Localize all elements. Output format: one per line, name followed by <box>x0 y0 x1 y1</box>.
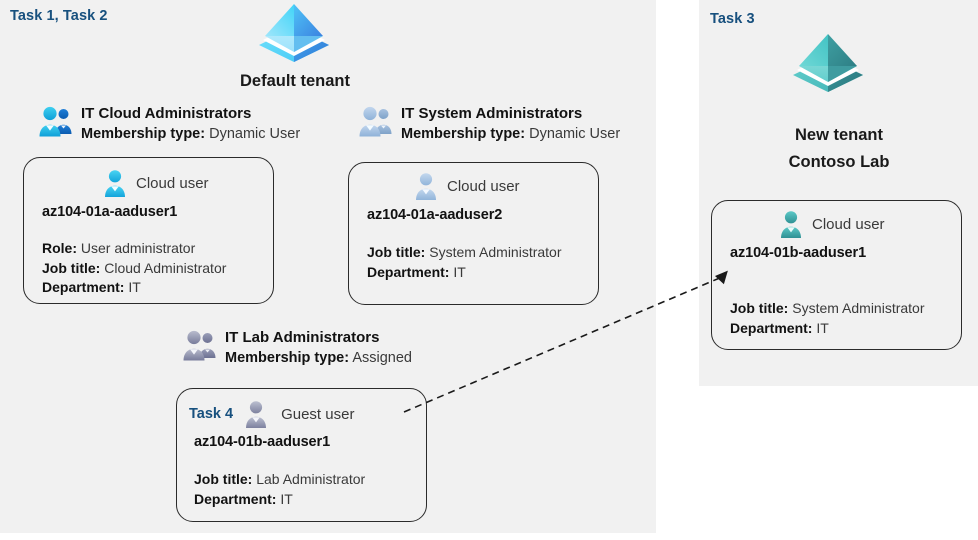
attribute-key: Department: <box>194 490 277 507</box>
group-membership: Membership type: Dynamic User <box>401 124 620 144</box>
card-username: az104-01a-aaduser2 <box>367 207 503 223</box>
group-name: IT Cloud Administrators <box>81 105 252 122</box>
group-it-cloud-administrators: IT Cloud Administrators Membership type:… <box>38 104 300 144</box>
card-user-type-label: Cloud user <box>136 174 209 192</box>
cloud-user-icon <box>776 209 806 239</box>
default-tenant-title: Default tenant <box>239 72 350 90</box>
attribute-key: Job title: <box>194 471 253 487</box>
card-user-type: Cloud user <box>411 171 520 201</box>
attribute-value: IT <box>280 490 293 507</box>
card-username: az104-01b-aaduser1 <box>730 245 867 261</box>
attribute-row: Job title: Lab Administrator <box>194 470 365 490</box>
task-label-1-2: Task 1, Task 2 <box>10 8 108 24</box>
cloud-user-icon <box>411 171 441 201</box>
attribute-row: Role: User administrator <box>42 239 226 259</box>
attribute-key: Job title: <box>730 300 789 316</box>
card-attributes: Role: User administrator Job title: Clou… <box>42 239 226 298</box>
card-username: az104-01b-aaduser1 <box>194 434 331 450</box>
card-user-type-label: Cloud user <box>447 177 520 195</box>
attribute-row: Department: IT <box>42 278 226 298</box>
task-label-3: Task 3 <box>710 11 755 27</box>
group-it-lab-administrators: IT Lab Administrators Membership type: A… <box>182 328 412 368</box>
attribute-row: Department: IT <box>730 319 925 339</box>
group-users-icon <box>38 104 74 138</box>
card-username: az104-01a-aaduser1 <box>42 204 178 220</box>
card-attributes: Job title: System Administrator Departme… <box>730 299 925 338</box>
attribute-row: Department: IT <box>194 490 365 510</box>
attribute-row: Job title: System Administrator <box>730 299 925 319</box>
card-attributes: Job title: Lab Administrator Department:… <box>194 470 365 509</box>
group-name: IT Lab Administrators <box>225 329 380 346</box>
attribute-value: IT <box>453 263 466 280</box>
cloud-user-icon <box>100 168 130 198</box>
user-card-guest-aaduser1[interactable]: Task 4 Guest user az104-01b-aaduser1 <box>176 388 427 522</box>
card-user-type: Cloud user <box>100 168 209 198</box>
card-user-type: Cloud user <box>776 209 885 239</box>
user-card-b-aaduser1[interactable]: Cloud user az104-01b-aaduser1 Job title:… <box>711 200 962 350</box>
attribute-value: IT <box>816 319 829 336</box>
group-it-system-administrators: IT System Administrators Membership type… <box>358 104 620 144</box>
attribute-value: Lab Administrator <box>256 471 366 487</box>
attribute-value: User administrator <box>80 240 196 256</box>
azure-ad-pyramid-icon-new <box>792 32 864 94</box>
group-users-icon <box>358 104 394 138</box>
membership-value: Dynamic User <box>209 126 301 142</box>
membership-value: Assigned <box>352 350 412 366</box>
attribute-row: Department: IT <box>367 263 562 283</box>
task-label-4: Task 4 <box>189 406 234 422</box>
user-card-aaduser2[interactable]: Cloud user az104-01a-aaduser2 Job title:… <box>348 162 599 305</box>
attribute-value: IT <box>128 279 141 295</box>
group-membership: Membership type: Dynamic User <box>81 124 300 144</box>
attribute-value: System Administrator <box>429 244 562 260</box>
group-membership: Membership type: Assigned <box>225 348 412 368</box>
card-user-type: Task 4 Guest user <box>189 399 354 429</box>
attribute-key: Job title: <box>42 259 101 276</box>
new-tenant-title-line1: New tenant <box>794 126 883 144</box>
membership-value: Dynamic User <box>529 126 621 142</box>
membership-label: Membership type: <box>401 126 526 142</box>
attribute-key: Department: <box>42 279 125 295</box>
attribute-row: Job title: System Administrator <box>367 243 562 263</box>
membership-label: Membership type: <box>81 126 206 142</box>
azure-ad-pyramid-icon-default <box>258 2 330 64</box>
attribute-key: Department: <box>367 263 450 280</box>
group-users-icon <box>182 328 218 362</box>
attribute-row: Job title: Cloud Administrator <box>42 259 226 279</box>
membership-label: Membership type: <box>225 350 350 366</box>
attribute-key: Department: <box>730 319 813 336</box>
attribute-key: Job title: <box>367 244 426 260</box>
card-user-type-label: Guest user <box>281 405 355 423</box>
attribute-value: Cloud Administrator <box>104 259 227 276</box>
attribute-key: Role: <box>42 240 77 256</box>
guest-user-icon <box>241 399 271 429</box>
group-name: IT System Administrators <box>401 105 583 122</box>
new-tenant-title-line2: Contoso Lab <box>788 153 890 171</box>
attribute-value: System Administrator <box>792 300 925 316</box>
card-attributes: Job title: System Administrator Departme… <box>367 243 562 282</box>
card-user-type-label: Cloud user <box>812 215 885 233</box>
user-card-aaduser1[interactable]: Cloud user az104-01a-aaduser1 Role: User… <box>23 157 274 304</box>
